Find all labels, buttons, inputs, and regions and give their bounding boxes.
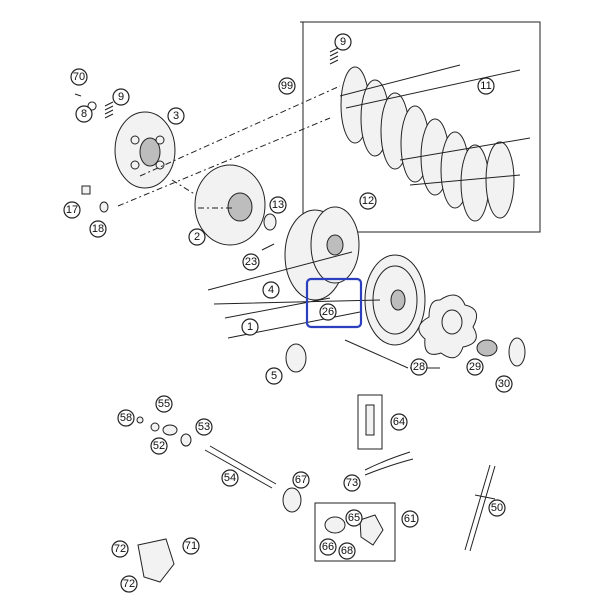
callout-99: 99 (278, 77, 296, 95)
washer-13 (263, 213, 277, 231)
o-ring-67 (282, 487, 302, 513)
svg-text:8: 8 (81, 108, 87, 120)
svg-text:72: 72 (123, 578, 135, 590)
callout-11: 11 (477, 77, 495, 95)
svg-text:29: 29 (469, 361, 481, 373)
callout-73: 73 (343, 474, 361, 492)
svg-text:50: 50 (491, 502, 503, 514)
callout-5: 5 (265, 367, 283, 385)
svg-text:53: 53 (198, 421, 210, 433)
callout-66: 66 (319, 538, 337, 556)
svg-text:23: 23 (245, 256, 257, 268)
callouts: 9 99 11 12 70 8 9 3 17 18 2 13 23 4 1 26… (63, 33, 513, 593)
callout-9: 9 (334, 33, 352, 51)
svg-text:70: 70 (73, 71, 85, 83)
callout-3: 3 (167, 107, 185, 125)
svg-text:30: 30 (498, 378, 510, 390)
svg-text:71: 71 (185, 540, 197, 552)
svg-text:66: 66 (322, 541, 334, 553)
bracket-71-72 (137, 538, 175, 583)
svg-text:18: 18 (92, 223, 104, 235)
callout-55: 55 (155, 395, 173, 413)
callout-52: 52 (150, 437, 168, 455)
svg-text:64: 64 (393, 416, 405, 428)
small-gear (285, 343, 307, 373)
callout-72-top: 72 (111, 540, 129, 558)
callout-1: 1 (241, 318, 259, 336)
callout-54: 54 (221, 469, 239, 487)
callout-67: 67 (292, 471, 310, 489)
svg-text:54: 54 (224, 472, 236, 484)
svg-text:9: 9 (118, 91, 124, 103)
svg-text:13: 13 (272, 199, 284, 211)
callout-18: 18 (89, 220, 107, 238)
pressure-plate (114, 111, 176, 189)
callout-50: 50 (488, 499, 506, 517)
svg-text:26: 26 (322, 306, 334, 318)
callout-70: 70 (70, 68, 88, 86)
lever-73 (364, 451, 414, 476)
callout-53: 53 (195, 418, 213, 436)
bolt-kit-box-64 (357, 394, 383, 450)
clutch-plate-kit-box (300, 21, 541, 233)
callout-23: 23 (242, 253, 260, 271)
callout-17: 17 (63, 201, 81, 219)
svg-text:28: 28 (413, 361, 425, 373)
callout-58: 58 (117, 409, 135, 427)
callout-12: 12 (359, 192, 377, 210)
callout-68: 68 (338, 542, 356, 560)
bolt-23 (261, 243, 275, 251)
spring-part-9-top (329, 47, 339, 65)
callout-72-bottom: 72 (120, 575, 138, 593)
small-bolt-parts (74, 93, 114, 213)
callout-2: 2 (188, 228, 206, 246)
svg-text:58: 58 (120, 412, 132, 424)
shift-shaft-54 (204, 445, 277, 489)
svg-text:12: 12 (362, 195, 374, 207)
callout-29: 29 (466, 358, 484, 376)
svg-text:52: 52 (153, 440, 165, 452)
svg-text:73: 73 (346, 477, 358, 489)
assembly-leader-lines (117, 85, 440, 369)
callout-4: 4 (262, 281, 280, 299)
splined-sleeve (476, 337, 526, 367)
svg-text:2: 2 (194, 231, 200, 243)
callout-61: 61 (401, 510, 419, 528)
svg-text:3: 3 (173, 110, 179, 122)
callout-64: 64 (390, 413, 408, 431)
svg-text:55: 55 (158, 398, 170, 410)
callout-71: 71 (182, 537, 200, 555)
svg-text:68: 68 (341, 545, 353, 557)
callout-13: 13 (269, 196, 287, 214)
flower-disc (418, 294, 478, 359)
callout-65: 65 (345, 509, 363, 527)
svg-text:5: 5 (271, 370, 277, 382)
callout-8: 8 (75, 105, 93, 123)
svg-text:65: 65 (348, 512, 360, 524)
svg-text:99: 99 (281, 80, 293, 92)
kickstart-small-parts (136, 416, 192, 447)
tool-50 (464, 464, 496, 552)
selected-part-highlight (305, 277, 363, 329)
svg-text:4: 4 (268, 284, 274, 296)
callout-26: 26 (319, 303, 337, 321)
callout-9-left: 9 (112, 88, 130, 106)
clutch-plate-stack (339, 64, 531, 222)
clutch-hub (194, 164, 266, 246)
svg-text:72: 72 (114, 543, 126, 555)
svg-text:9: 9 (340, 36, 346, 48)
kit-box-61 (314, 502, 396, 562)
callout-30: 30 (495, 375, 513, 393)
svg-text:61: 61 (404, 513, 416, 525)
callout-28: 28 (410, 358, 428, 376)
svg-text:67: 67 (295, 474, 307, 486)
svg-text:11: 11 (480, 80, 491, 92)
svg-text:17: 17 (66, 204, 78, 216)
clutch-basket (284, 206, 360, 301)
svg-text:1: 1 (247, 321, 253, 333)
